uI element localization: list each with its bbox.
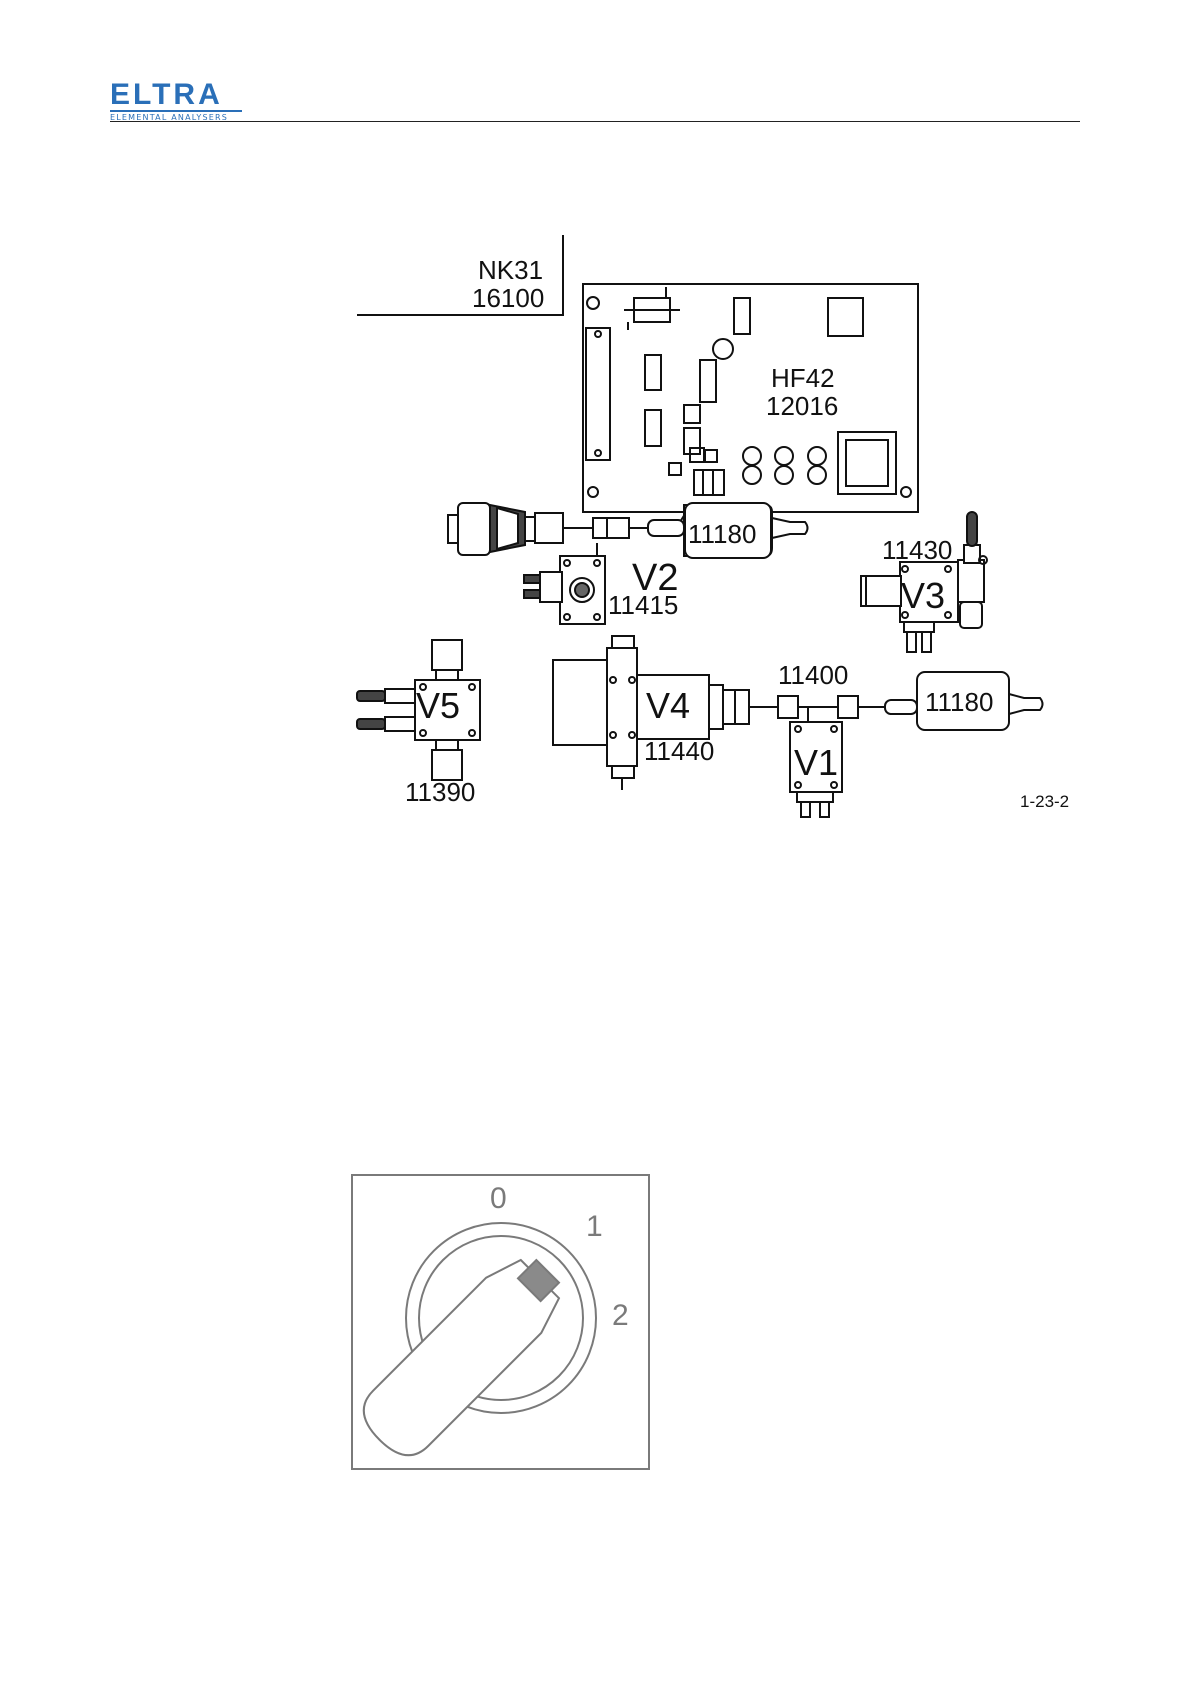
switch-position-1: 1 <box>586 1210 603 1243</box>
switch-position-0: 0 <box>490 1182 507 1215</box>
switch-position-2: 2 <box>612 1299 629 1332</box>
